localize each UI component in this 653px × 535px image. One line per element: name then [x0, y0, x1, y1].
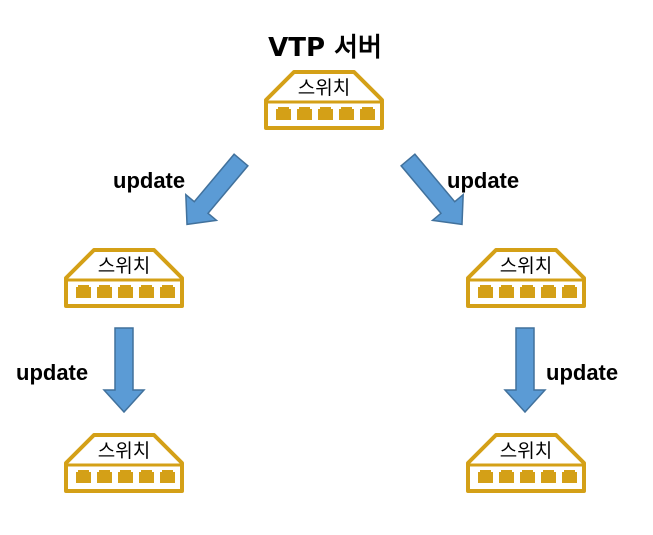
- client-switch-bottom-right: 스위치: [466, 433, 586, 493]
- down-arrow-icon: [103, 327, 145, 413]
- client-switch-mid-left: 스위치: [64, 248, 184, 308]
- server-switch: 스위치: [264, 70, 384, 130]
- client-switch-mid-right: 스위치: [466, 248, 586, 308]
- client-switch-bottom-left: 스위치: [64, 433, 184, 493]
- update-label-left: update: [113, 168, 185, 193]
- update-arrow-down-right: [504, 327, 546, 413]
- switch-label: 스위치: [500, 440, 552, 462]
- server-title: VTP 서버: [268, 33, 382, 63]
- update-label-right: update: [447, 168, 519, 193]
- switch-label: 스위치: [500, 255, 552, 277]
- update-label-down-right: update: [546, 360, 618, 385]
- update-arrow-down-left: [103, 327, 145, 413]
- switch-label: 스위치: [98, 255, 150, 277]
- down-arrow-icon: [504, 327, 546, 413]
- switch-label: 스위치: [298, 77, 350, 99]
- update-label-down-left: update: [16, 360, 88, 385]
- switch-label: 스위치: [98, 440, 150, 462]
